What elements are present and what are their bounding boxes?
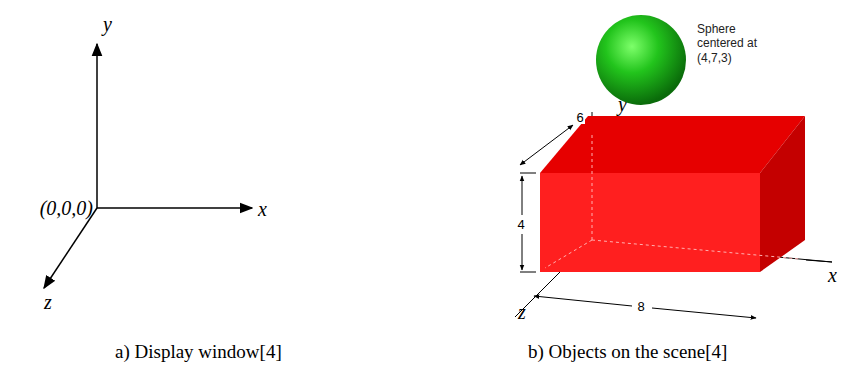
origin-label: (0,0,0) <box>40 198 93 218</box>
axis-label: y <box>103 14 112 34</box>
sphere-shape <box>595 14 687 106</box>
red-box <box>540 116 805 272</box>
display-axes <box>44 44 252 288</box>
caption: a) Display window[4] <box>115 342 282 361</box>
scene-axes <box>520 112 832 312</box>
axis-ends <box>515 260 832 317</box>
dimension-label: 8 <box>636 300 645 313</box>
dimension-label: 4 <box>516 218 525 231</box>
sphere: Sphere centered at (4,7,3) <box>595 14 687 106</box>
dimension-label: 6 <box>575 111 584 124</box>
axis-label: z <box>44 292 52 312</box>
axis-label: x <box>828 265 837 285</box>
axis-label: z <box>518 302 526 322</box>
axis-label: x <box>258 199 267 219</box>
dimension-lines <box>520 125 756 318</box>
caption: b) Objects on the scene[4] <box>528 342 727 361</box>
sphere-label: Sphere centered at (4,7,3) <box>697 22 775 65</box>
